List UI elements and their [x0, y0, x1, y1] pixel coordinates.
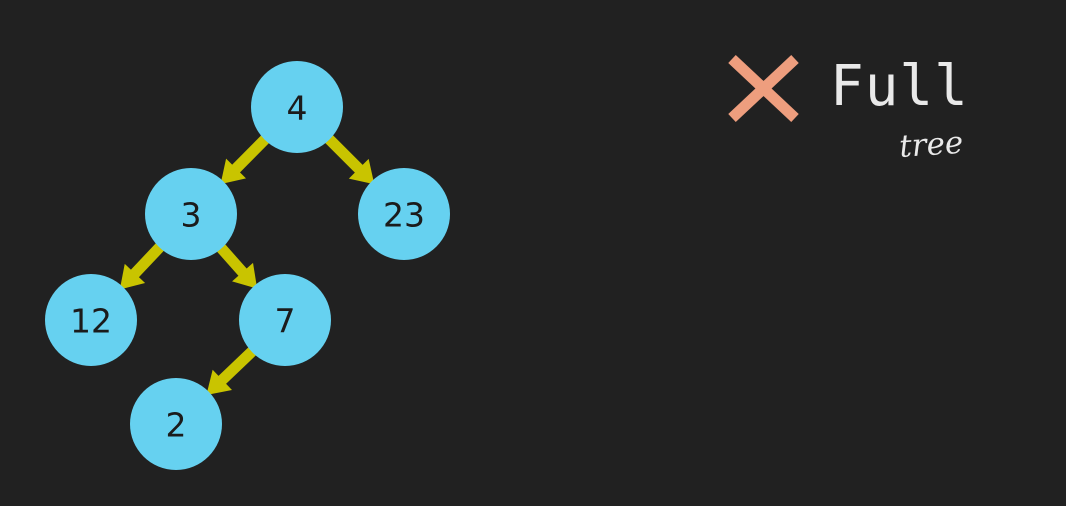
edge-line [319, 129, 365, 175]
tree-edges [119, 129, 375, 396]
edge-n3-n7 [212, 238, 258, 289]
tree-node: 4 [251, 61, 343, 153]
arrowhead-icon [348, 158, 375, 185]
node-label: 12 [70, 302, 112, 341]
tree-note: tree [898, 125, 964, 165]
edge-line [230, 130, 275, 174]
cross-mark-icon [728, 54, 799, 123]
edge-line [217, 342, 262, 386]
node-circle [145, 168, 237, 260]
node-label: 2 [166, 406, 187, 445]
edge-n7-n2 [206, 342, 262, 396]
arrowhead-icon [206, 369, 232, 396]
tree-node: 7 [239, 274, 331, 366]
tree-node: 2 [130, 378, 222, 470]
node-circle [130, 378, 222, 470]
arrowhead-icon [232, 262, 258, 289]
arrowhead-icon [119, 263, 146, 290]
node-circle [239, 274, 331, 366]
diagram-title: Full [830, 54, 969, 119]
node-label: 3 [181, 196, 202, 235]
node-circle [251, 61, 343, 153]
node-label: 7 [275, 302, 296, 341]
tree-node: 23 [358, 168, 450, 260]
node-label: 4 [287, 89, 308, 128]
tree-node: 12 [45, 274, 137, 366]
node-circle [358, 168, 450, 260]
edge-n4-n3 [220, 130, 275, 185]
tree-nodes: 4 3 23 12 7 2 [45, 61, 450, 470]
arrowhead-icon [220, 158, 246, 185]
tree-node: 3 [145, 168, 237, 260]
edge-n4-n23 [319, 129, 375, 185]
node-circle [45, 274, 137, 366]
edge-n3-n12 [119, 237, 169, 290]
node-label: 23 [383, 196, 425, 235]
